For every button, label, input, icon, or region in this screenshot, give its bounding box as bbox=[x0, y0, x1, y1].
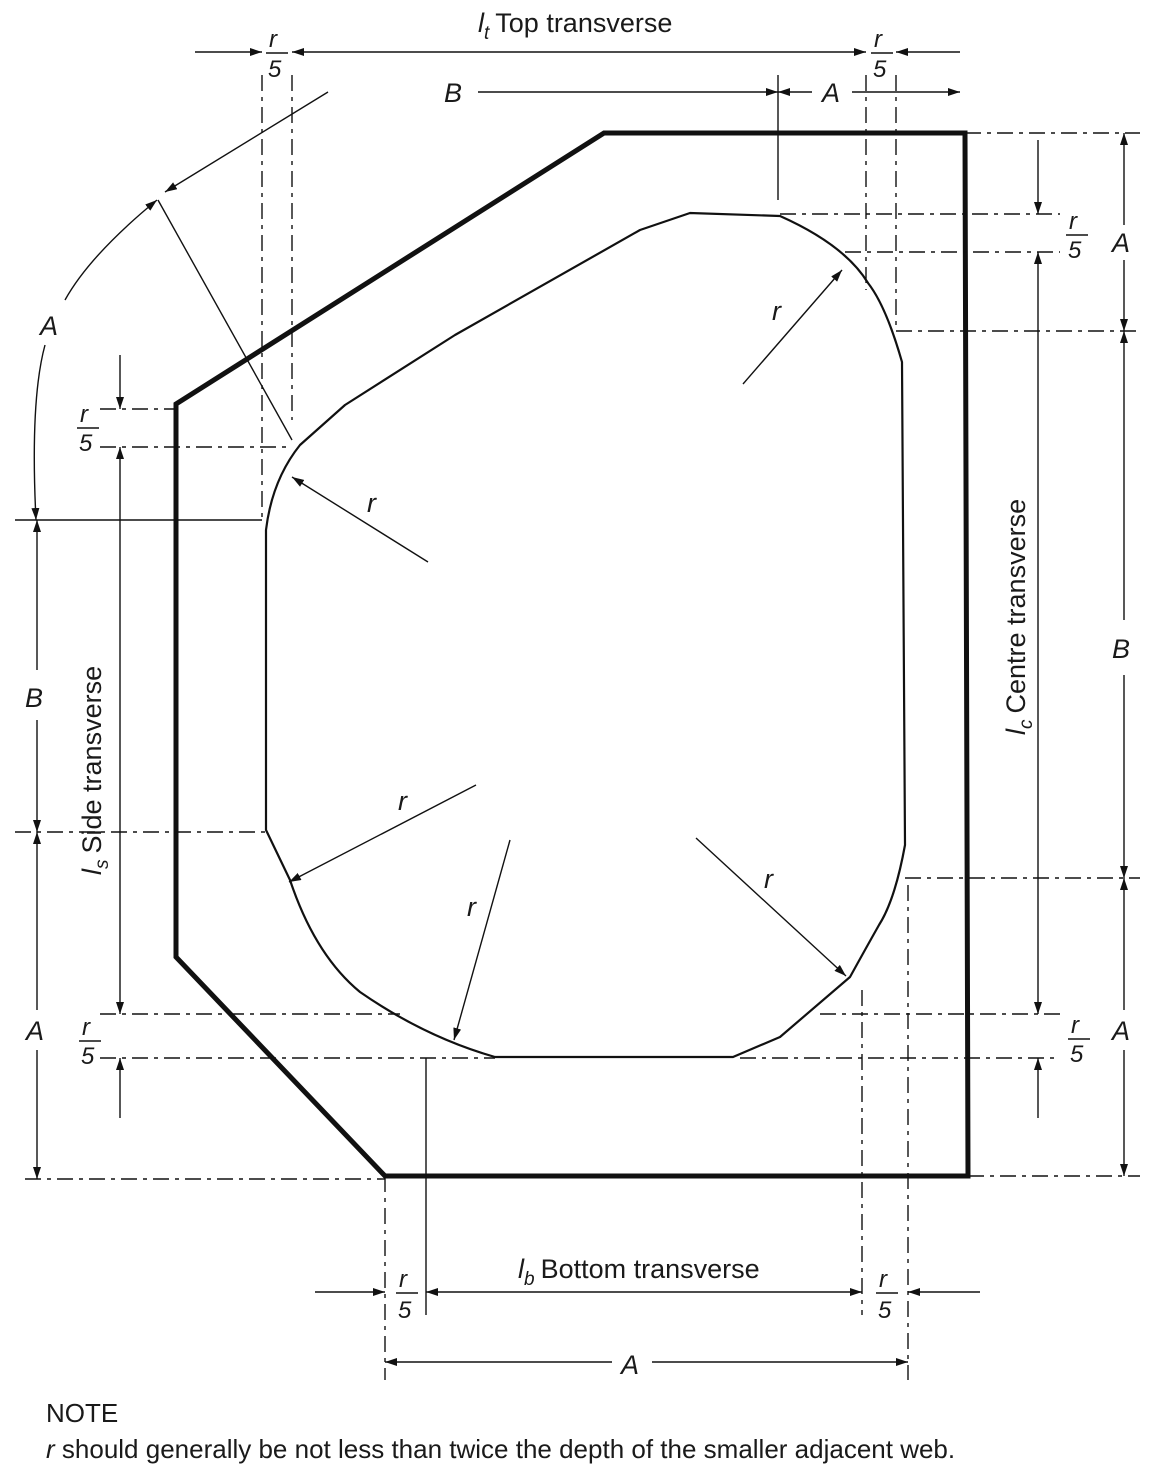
dim-label-top-a: A bbox=[820, 78, 840, 108]
fraction-r5-top-right: r 5 bbox=[871, 26, 893, 83]
fraction-r5-bottom-left: r 5 bbox=[396, 1266, 418, 1324]
fraction-r5-right-upper: r 5 bbox=[1066, 208, 1088, 264]
radius-label-bottom-right: r bbox=[764, 864, 774, 894]
dim-label-left-lower-a: A bbox=[24, 1016, 44, 1046]
svg-text:r: r bbox=[1069, 208, 1078, 235]
note-title: NOTE bbox=[46, 1398, 119, 1428]
radius-arrows bbox=[288, 269, 847, 1041]
svg-text:5: 5 bbox=[268, 56, 282, 83]
svg-text:r: r bbox=[1071, 1012, 1080, 1039]
svg-text:r: r bbox=[82, 1014, 91, 1041]
note-r-symbol: r bbox=[46, 1434, 55, 1464]
svg-text:r: r bbox=[399, 1266, 408, 1293]
svg-text:5: 5 bbox=[79, 430, 93, 457]
centre-transverse-label: lcCentre transverse bbox=[1001, 499, 1037, 735]
svg-text:r: r bbox=[80, 401, 89, 428]
dim-label-right-lower-a: A bbox=[1110, 1016, 1130, 1046]
fraction-r5-bottom-right: r 5 bbox=[876, 1266, 898, 1324]
dim-label-left-b: B bbox=[25, 683, 43, 713]
svg-text:5: 5 bbox=[398, 1297, 412, 1324]
dim-label-top-b: B bbox=[444, 78, 462, 108]
cutout-outline bbox=[264, 211, 907, 1059]
svg-text:r: r bbox=[269, 26, 278, 53]
fraction-r5-top-left: r 5 bbox=[266, 26, 288, 83]
web-frame-outline bbox=[173, 130, 971, 1179]
radius-label-left-upper: r bbox=[367, 488, 377, 518]
note-body: should generally be not less than twice … bbox=[54, 1434, 956, 1464]
radius-label-left-lower: r bbox=[398, 786, 408, 816]
dim-label-bottom-a: A bbox=[619, 1350, 639, 1380]
fraction-r5-right-lower: r 5 bbox=[1068, 1012, 1090, 1068]
side-transverse-label: lsSide transverse bbox=[77, 666, 113, 875]
radius-label-bottom-left: r bbox=[467, 892, 477, 922]
svg-text:5: 5 bbox=[1070, 1041, 1084, 1068]
dim-label-left-curved-a: A bbox=[38, 311, 58, 341]
svg-text:5: 5 bbox=[1068, 237, 1082, 264]
construction-lines bbox=[15, 75, 1140, 1380]
svg-text:r: r bbox=[874, 26, 883, 53]
radius-label-top-right: r bbox=[772, 296, 782, 326]
fraction-r5-left-upper: r 5 bbox=[77, 401, 99, 457]
dim-label-right-top-a: A bbox=[1110, 228, 1130, 258]
svg-text:r: r bbox=[879, 1266, 888, 1293]
svg-text:5: 5 bbox=[81, 1043, 95, 1070]
svg-text:5: 5 bbox=[878, 1297, 892, 1324]
dimension-lines bbox=[31, 48, 1128, 1366]
fraction-r5-left-lower: r 5 bbox=[79, 1014, 101, 1070]
dim-label-right-b: B bbox=[1112, 634, 1130, 664]
svg-text:5: 5 bbox=[873, 56, 887, 83]
note-text: r should generally be not less than twic… bbox=[46, 1434, 955, 1465]
